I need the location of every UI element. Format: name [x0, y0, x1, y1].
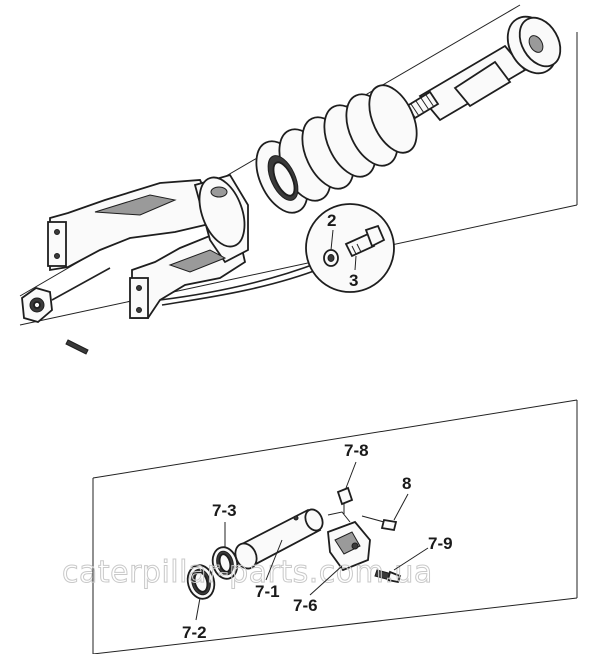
callout-2: 2 [327, 211, 336, 230]
callout-7-1: 7-1 [255, 582, 280, 601]
screw-7-9 [374, 569, 402, 584]
seal-ring-7-3 [211, 546, 239, 580]
cotter-pin [65, 339, 89, 355]
callout-8: 8 [402, 474, 411, 493]
bolt-8 [361, 515, 398, 532]
recoil-spring [255, 84, 418, 214]
washer-part-2 [323, 249, 339, 267]
clevis-7-6 [327, 511, 371, 572]
callout-7-6: 7-6 [293, 596, 318, 615]
seal-ring-7-2 [186, 564, 216, 600]
detail-bubble [305, 203, 395, 293]
callout-3: 3 [349, 271, 358, 290]
callout-7-2: 7-2 [182, 623, 207, 642]
idler-yoke [47, 173, 323, 319]
recoil-rod [405, 15, 562, 122]
callout-7-9: 7-9 [428, 534, 453, 553]
leader-lines [195, 229, 429, 621]
watermark-text: caterpillar-parts.com.ua [62, 555, 433, 590]
callout-7-8: 7-8 [344, 441, 369, 460]
castle-nut [21, 267, 111, 323]
callout-7-3: 7-3 [212, 501, 237, 520]
grease-fitting-7-8 [336, 486, 354, 514]
pin-7-1 [234, 508, 324, 570]
lower-assembly-frame [92, 399, 578, 654]
bolt-part-3 [344, 224, 386, 258]
